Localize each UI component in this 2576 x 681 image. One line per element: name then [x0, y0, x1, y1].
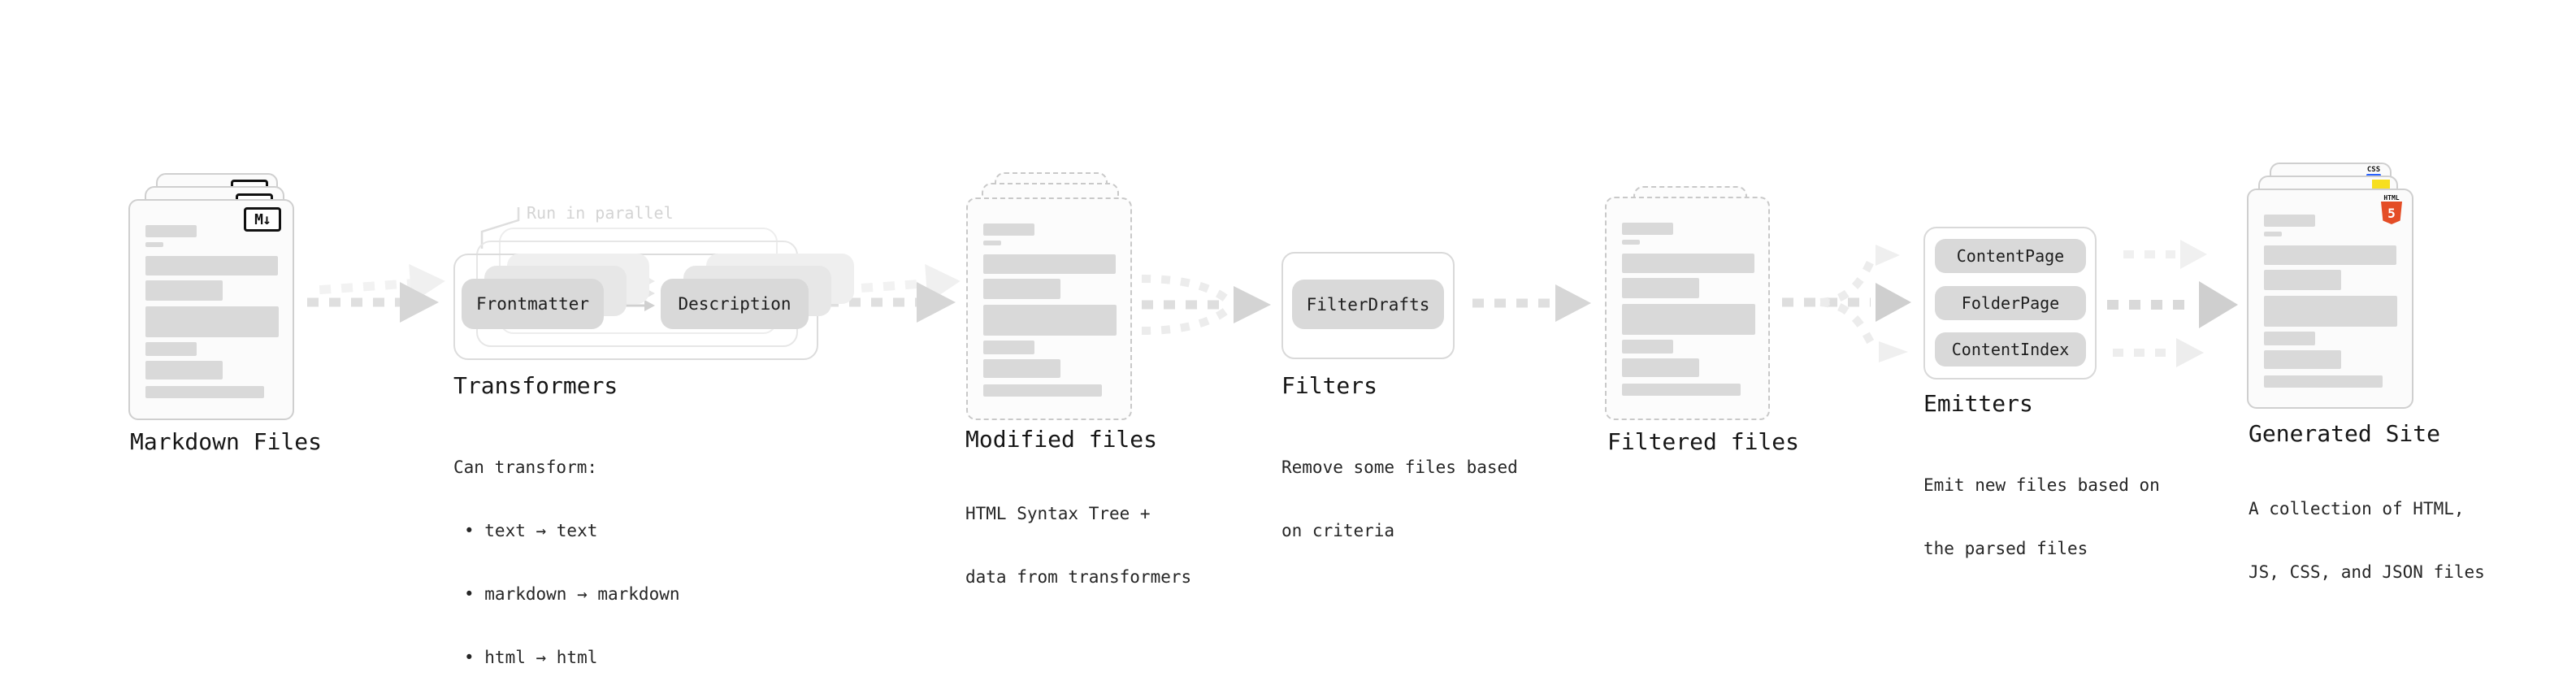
- text-line-placeholder: [983, 223, 1034, 236]
- filters-description: Remove some files based on criteria: [1281, 458, 1518, 540]
- frontmatter-pill: Frontmatter: [462, 279, 604, 329]
- modified-files-description: HTML Syntax Tree + data from transformer…: [965, 504, 1192, 587]
- text-line-placeholder: [2264, 350, 2341, 369]
- arrow-filters-to-filtered: [1472, 284, 1591, 322]
- filtered-files-label: Filtered files: [1607, 428, 1800, 455]
- text-line-placeholder: [1622, 240, 1640, 245]
- text-line-placeholder: [2264, 270, 2341, 290]
- markdown-files-label: Markdown Files: [130, 428, 323, 455]
- text-line-placeholder: [145, 306, 279, 337]
- html5-shield: 5: [2381, 202, 2402, 224]
- html5-icon: HTML 5: [2380, 194, 2403, 224]
- generated-site-label: Generated Site: [2249, 420, 2441, 447]
- text-line-placeholder: [2264, 245, 2396, 265]
- transformers-subtitle: Can transform:: [453, 458, 598, 477]
- transform-bullet: • text → text: [464, 521, 598, 540]
- text-line-placeholder: [983, 359, 1060, 378]
- css-blue-bar: [2366, 174, 2381, 176]
- transformers-title: Transformers: [453, 372, 618, 399]
- text-line-placeholder: [2264, 232, 2282, 236]
- run-in-parallel-callout-line: [480, 207, 520, 249]
- markdown-icon: M↓: [244, 207, 281, 232]
- text-line-placeholder: [145, 342, 197, 356]
- transform-bullet: • html → html: [464, 648, 598, 667]
- text-line-placeholder: [145, 242, 163, 247]
- arrow-modified-to-filters-merge: [1141, 275, 1271, 335]
- emitters-title: Emitters: [1923, 390, 2033, 417]
- text-line-placeholder: [145, 361, 223, 380]
- text-line-placeholder: [2264, 215, 2315, 227]
- text-line-placeholder: [2264, 375, 2383, 388]
- text-line-placeholder: [983, 241, 1001, 245]
- text-line-placeholder: [145, 280, 223, 301]
- text-line-placeholder: [1622, 384, 1741, 396]
- generated-site-card-html: HTML 5: [2247, 189, 2413, 409]
- text-line-placeholder: [983, 340, 1034, 354]
- css-icon: CSS: [2366, 167, 2381, 176]
- transformers-description: Can transform: • text → text • markdown …: [453, 414, 680, 681]
- folderpage-pill: FolderPage: [1935, 286, 2086, 320]
- arrow-emitters-to-site-bottom: [2113, 338, 2204, 367]
- text-line-placeholder: [2264, 332, 2315, 345]
- filters-title: Filters: [1281, 372, 1378, 399]
- text-line-placeholder: [1622, 358, 1699, 377]
- text-line-placeholder: [983, 254, 1116, 274]
- description-pill: Description: [661, 279, 809, 329]
- text-line-placeholder: [1622, 254, 1754, 273]
- text-line-placeholder: [1622, 340, 1673, 354]
- emitters-description: Emit new files based on the parsed files: [1923, 475, 2160, 558]
- text-line-placeholder: [1622, 278, 1699, 298]
- modified-files-label: Modified files: [965, 426, 1158, 453]
- text-line-placeholder: [983, 305, 1117, 336]
- text-line-placeholder: [1622, 304, 1755, 335]
- text-line-placeholder: [145, 225, 197, 237]
- filtered-file-card-front: [1605, 197, 1770, 420]
- run-in-parallel-annotation: Run in parallel: [527, 203, 674, 223]
- filterdrafts-pill: FilterDrafts: [1292, 280, 1444, 329]
- arrow-filtered-to-emitters-fork: [1782, 245, 1911, 362]
- text-line-placeholder: [2264, 296, 2397, 327]
- text-line-placeholder: [983, 384, 1102, 397]
- text-line-placeholder: [983, 279, 1060, 299]
- text-line-placeholder: [1622, 223, 1673, 235]
- arrow-transformers-to-modified: [827, 263, 961, 323]
- arrow-markdown-to-transformers: [307, 263, 445, 323]
- modified-file-card-front: [966, 197, 1132, 420]
- text-line-placeholder: [145, 386, 264, 398]
- text-line-placeholder: [145, 256, 278, 275]
- contentpage-pill: ContentPage: [1935, 239, 2086, 273]
- contentindex-pill: ContentIndex: [1935, 332, 2086, 367]
- transform-bullet: • markdown → markdown: [464, 584, 680, 604]
- markdown-file-card-front: M↓: [128, 199, 294, 420]
- arrow-emitters-to-site-top: [2123, 240, 2207, 269]
- generated-site-description: A collection of HTML, JS, CSS, and JSON …: [2249, 499, 2485, 582]
- js-icon: [2372, 180, 2390, 189]
- arrow-emitters-to-site-middle: [2107, 281, 2238, 328]
